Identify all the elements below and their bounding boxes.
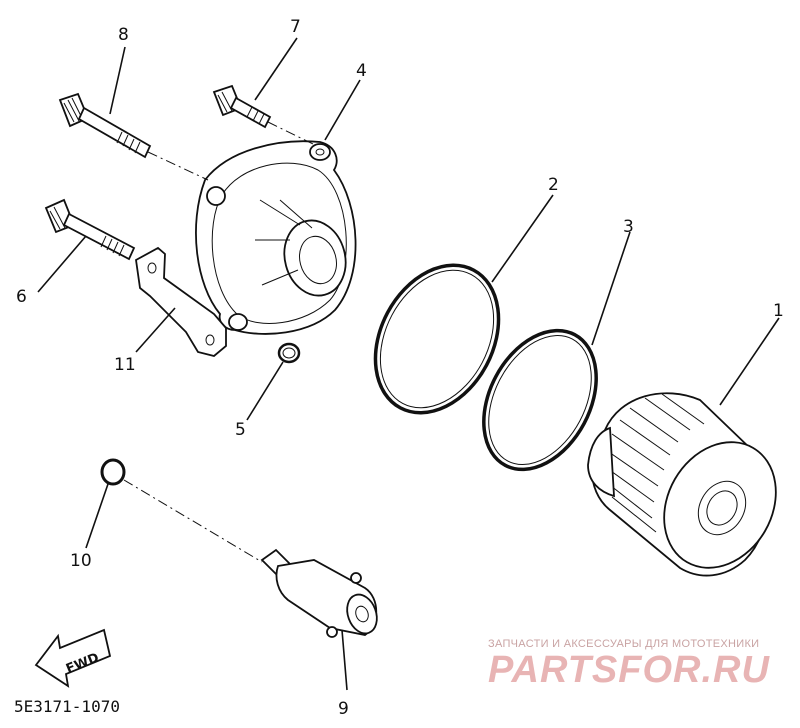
callout-1: 1	[773, 301, 784, 321]
drawing-code: 5E3171-1070	[14, 697, 120, 716]
callout-5: 5	[235, 420, 246, 440]
callout-8: 8	[118, 25, 129, 45]
callout-2: 2	[548, 175, 559, 195]
relief-valve-9	[260, 548, 378, 638]
o-ring-2	[373, 263, 501, 415]
callout-11: 11	[114, 355, 136, 375]
watermark-logo: PARTSFOR.RU	[488, 649, 770, 691]
leader-lines	[37, 37, 780, 691]
fwd-arrow: FWD	[34, 628, 112, 688]
callout-6: 6	[16, 287, 27, 307]
callout-7: 7	[290, 17, 301, 37]
callout-9: 9	[338, 699, 349, 719]
watermark-tagline: ЗАПЧАСТИ И АКСЕССУАРЫ ДЛЯ МОТОТЕХНИКИ	[488, 638, 759, 650]
bolt-8	[58, 92, 152, 159]
bolt-7	[212, 84, 272, 129]
bolt-6	[44, 198, 136, 261]
callout-numbers: 8 7 4 2 3 1 6 11 5 10 9	[16, 17, 784, 719]
o-ring-5	[277, 342, 301, 364]
filter-cover-4	[195, 140, 357, 335]
oil-filter-element-1	[587, 392, 777, 577]
callout-10: 10	[70, 551, 92, 571]
bracket-11	[135, 246, 227, 357]
callout-4: 4	[356, 61, 367, 81]
o-ring-3	[482, 328, 598, 472]
o-ring-10	[100, 458, 126, 486]
callout-3: 3	[623, 217, 634, 237]
